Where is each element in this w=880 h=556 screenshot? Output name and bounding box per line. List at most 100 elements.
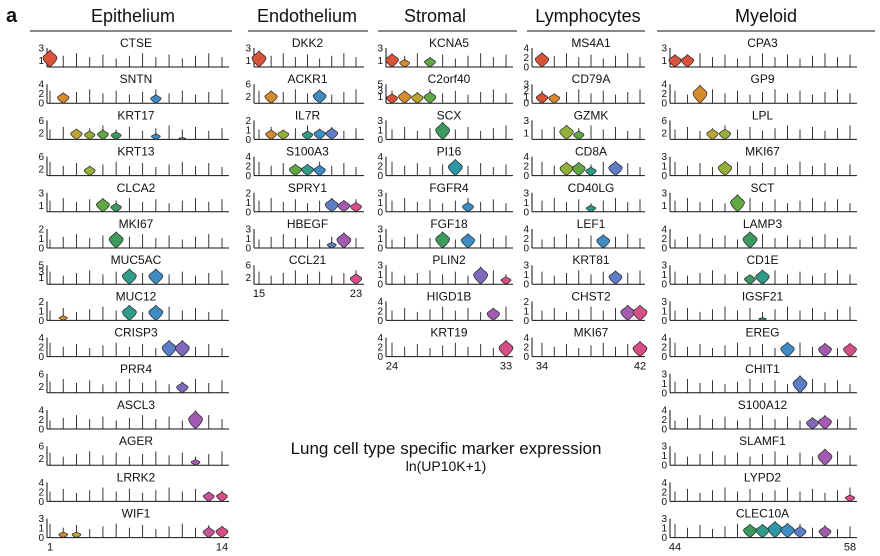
y-tick-label: 1 — [38, 56, 44, 67]
y-tick-label: 1 — [523, 128, 529, 139]
gene-label: DKK2 — [292, 36, 324, 50]
panel-title: Stromal — [404, 6, 466, 26]
y-tick-label: 3 — [38, 188, 44, 199]
violin-cluster-42 — [632, 340, 648, 358]
y-tick-label: 4 — [661, 80, 667, 91]
gene-label: MUC12 — [116, 289, 157, 303]
panel-lymphocytes: LymphocytesMS4A1420CD79A3210GZMK31CD8A42… — [523, 6, 648, 373]
violin-cluster-19 — [301, 163, 314, 177]
violin-cluster-7 — [122, 304, 137, 321]
gene-label: CD8A — [575, 145, 607, 159]
gene-label: PLIN2 — [432, 253, 466, 267]
violin-cluster-48 — [718, 128, 732, 140]
violin-cluster-33 — [500, 276, 512, 285]
violin-cluster-18 — [289, 163, 302, 177]
gene-label: KRT81 — [572, 253, 609, 267]
x-tick-label: 44 — [669, 542, 681, 554]
y-tick-label: 3 — [661, 44, 667, 55]
y-tick-label: 2 — [377, 306, 383, 317]
gene-label: SPRY1 — [288, 181, 327, 195]
violin-cluster-13 — [202, 526, 215, 539]
y-tick-label: 2 — [38, 225, 44, 236]
gene-label: HIGD1B — [427, 289, 472, 303]
violin-cluster-23 — [349, 273, 363, 285]
violin-cluster-32 — [486, 307, 500, 321]
y-tick-label: 1 — [245, 125, 251, 136]
panel-epithelium: EpitheliumCTSE31SNTN420KRT1762KRT1362CLC… — [30, 6, 232, 554]
gene-label: LRRK2 — [117, 470, 156, 484]
y-tick-label: 0 — [661, 352, 667, 363]
violin-cluster-3 — [70, 128, 83, 140]
y-tick-label: 2 — [661, 234, 667, 245]
violin-cluster-50 — [742, 231, 758, 249]
violin-cluster-25 — [399, 58, 411, 68]
violin-cluster-21 — [325, 127, 339, 140]
violin-cluster-56 — [818, 525, 832, 539]
x-tick-label: 1 — [47, 542, 53, 554]
y-tick-label: 3 — [661, 369, 667, 380]
gene-label: IGSF21 — [742, 289, 784, 303]
y-tick-label: 3 — [38, 514, 44, 525]
y-tick-label: 4 — [38, 406, 44, 417]
violin-cluster-48 — [717, 160, 733, 177]
violin-cluster-38 — [585, 166, 597, 177]
gene-label: MKI67 — [745, 145, 780, 159]
violin-cluster-14 — [215, 525, 229, 539]
y-tick-label: 1 — [661, 56, 667, 67]
violin-cluster-50 — [743, 523, 757, 539]
y-tick-label: 2 — [523, 162, 529, 173]
y-tick-label: 3 — [377, 86, 383, 97]
x-tick-label: 23 — [350, 288, 362, 300]
violin-cluster-21 — [326, 241, 337, 249]
violin-cluster-12 — [188, 410, 203, 430]
y-tick-label: 3 — [38, 267, 44, 278]
violin-cluster-19 — [301, 130, 314, 140]
violin-cluster-30 — [460, 233, 476, 249]
violin-cluster-29 — [447, 158, 463, 177]
violin-cluster-16 — [264, 90, 278, 104]
y-tick-label: 0 — [377, 244, 383, 255]
panel-stromal: StromalKCNA531C2orf40531SCX310PI16420FGF… — [377, 6, 517, 373]
y-tick-label: 3 — [377, 44, 383, 55]
y-tick-label: 2 — [377, 162, 383, 173]
violin-cluster-22 — [337, 199, 351, 213]
y-tick-label: 1 — [245, 56, 251, 67]
gene-label: CLCA2 — [117, 181, 156, 195]
figure-caption-subtitle: ln(UP10K+1) — [406, 458, 487, 474]
violin-cluster-37 — [573, 130, 585, 140]
gene-label: CPA3 — [747, 36, 778, 50]
y-tick-label: 2 — [245, 188, 251, 199]
y-tick-label: 0 — [661, 316, 667, 327]
y-tick-label: 2 — [38, 128, 44, 139]
violin-cluster-6 — [110, 131, 122, 140]
y-tick-label: 2 — [38, 382, 44, 393]
y-tick-label: 4 — [523, 333, 529, 344]
y-tick-label: 1 — [377, 92, 383, 103]
y-tick-label: 1 — [245, 198, 251, 209]
y-tick-label: 0 — [523, 171, 529, 182]
gene-label: AGER — [119, 434, 153, 448]
y-tick-label: 4 — [661, 406, 667, 417]
y-tick-label: 0 — [245, 244, 251, 255]
violin-cluster-51 — [758, 317, 767, 321]
y-tick-label: 3 — [245, 44, 251, 55]
y-tick-label: 1 — [38, 201, 44, 212]
violin-cluster-2 — [58, 315, 68, 321]
y-tick-label: 0 — [38, 425, 44, 436]
violin-cluster-2 — [58, 531, 69, 538]
